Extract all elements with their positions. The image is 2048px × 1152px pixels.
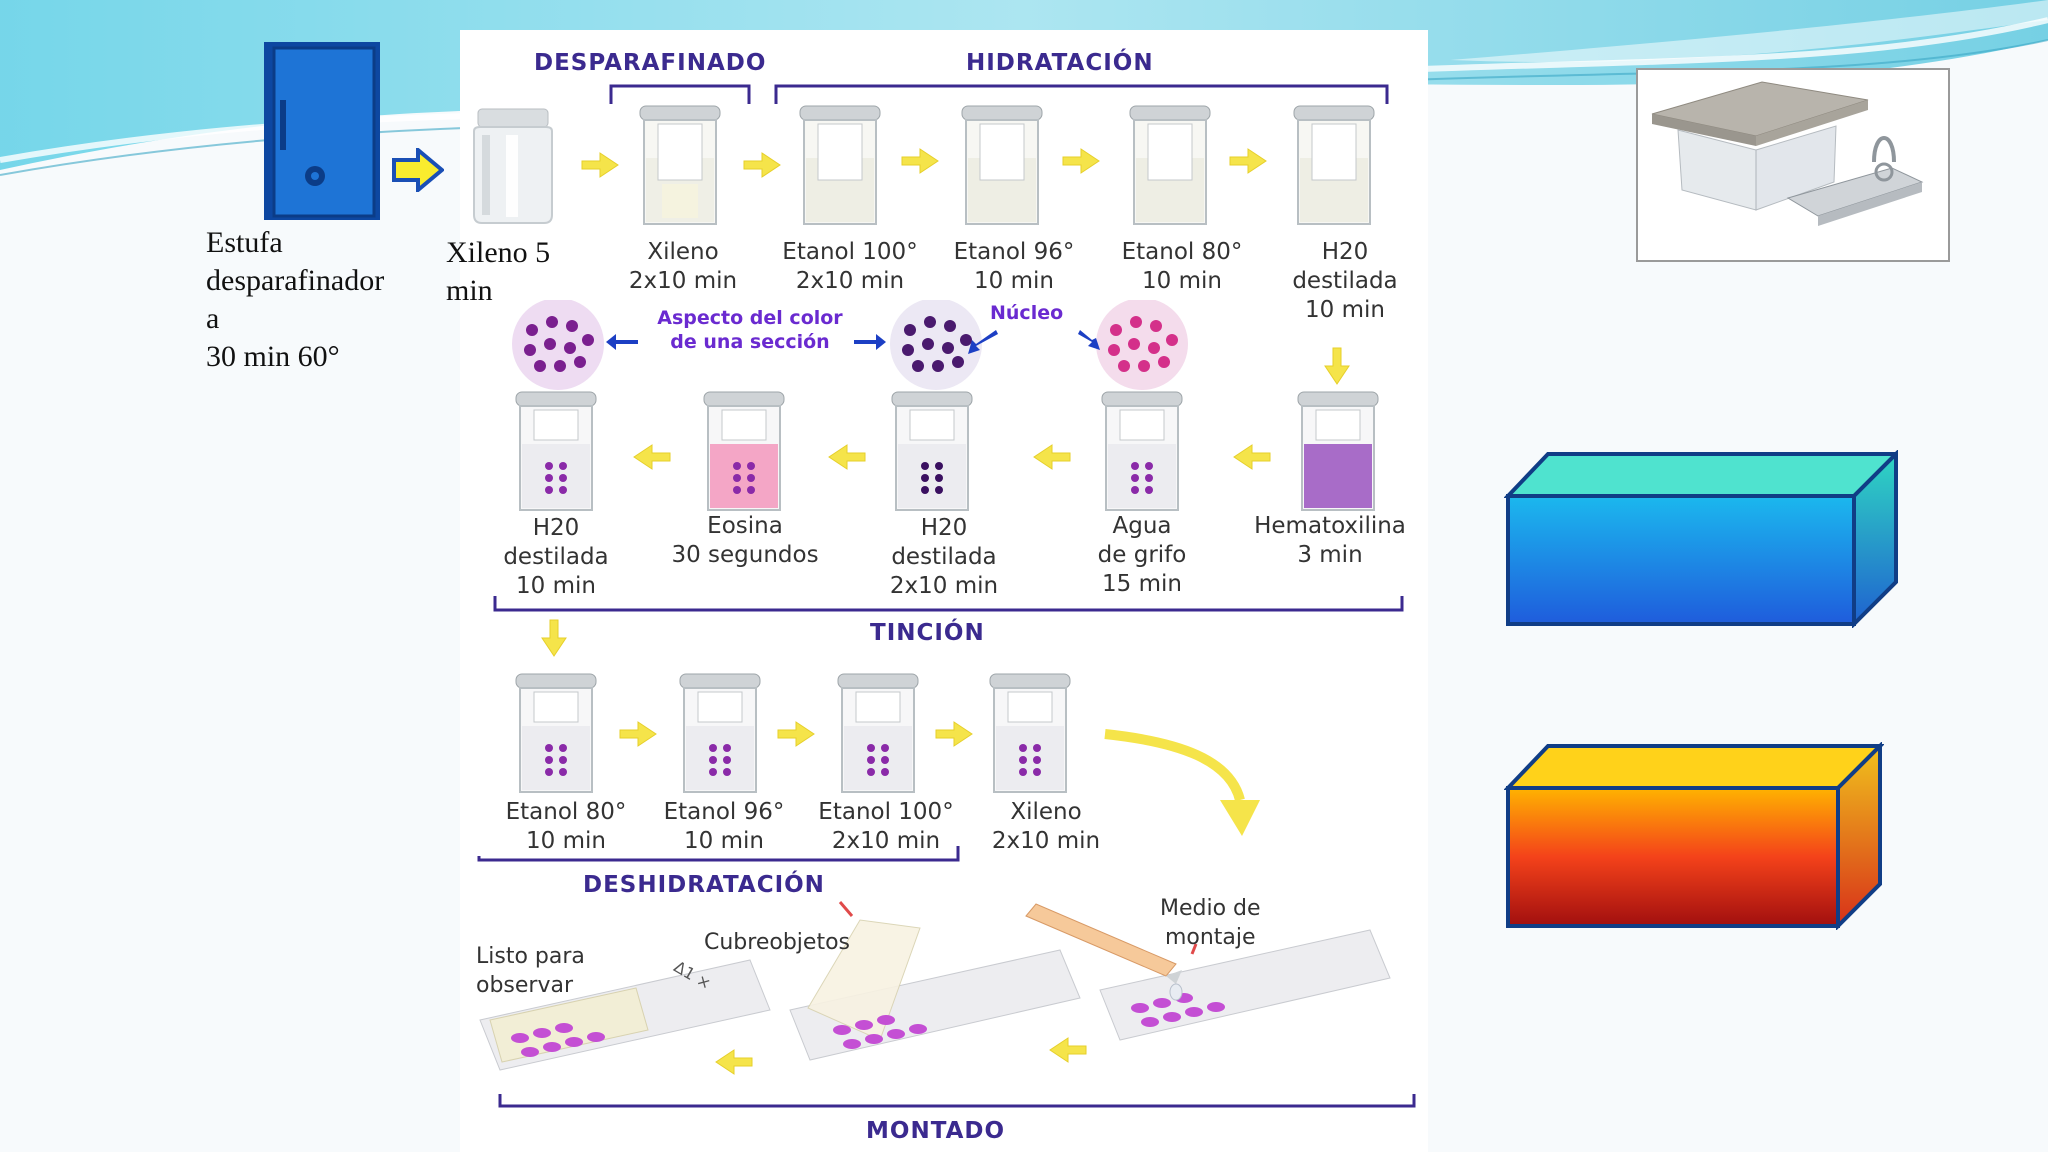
bracket-lines xyxy=(477,84,1416,1108)
beaker-row3-2 xyxy=(679,673,761,793)
section-montado: MONTADO xyxy=(866,1118,1006,1144)
beaker-row2-5 xyxy=(1297,391,1379,511)
section-deshidratacion: DESHIDRATACIÓN xyxy=(583,872,825,898)
nucleus-label: Núcleo xyxy=(990,302,1064,324)
beaker-row2-4 xyxy=(1101,391,1183,511)
beaker-row1-3 xyxy=(961,105,1043,225)
red-box-shape xyxy=(1504,742,1884,930)
section-desparafinado: DESPARAFINADO xyxy=(534,50,767,76)
step-deshid-etanol80-caption: Etanol 80°10 min xyxy=(505,799,627,854)
right-arrow-icon xyxy=(392,148,444,192)
step-etanol80-caption: Etanol 80°10 min xyxy=(1121,239,1243,294)
aspect-label: Aspecto del color de una sección xyxy=(657,307,843,353)
mounting-illustration: Δ1 × xyxy=(479,901,1391,1071)
beaker-row3-4 xyxy=(989,673,1071,793)
step-etanol96-caption: Etanol 96°10 min xyxy=(953,239,1075,294)
beaker-row3-3 xyxy=(837,673,919,793)
step-etanol100-caption: Etanol 100°2x10 min xyxy=(782,239,918,294)
beaker-row1-1 xyxy=(639,105,721,225)
xylene-caption: Xileno 5 min xyxy=(446,236,551,307)
step-deshid-etanol100-caption: Etanol 100°2x10 min xyxy=(818,799,954,854)
flow-arrows xyxy=(541,148,1350,1075)
oven-icon xyxy=(264,42,380,220)
beaker-row1-5 xyxy=(1293,105,1375,225)
section-tincion: TINCIÓN xyxy=(870,620,985,646)
cyan-box-shape xyxy=(1504,450,1898,628)
nucleus-circles xyxy=(512,300,1188,390)
section-hidratacion: HIDRATACIÓN xyxy=(966,50,1154,76)
coverslip-label: Cubreobjetos xyxy=(704,930,850,955)
beaker-row1-4 xyxy=(1129,105,1211,225)
staining-box-photo xyxy=(1636,68,1950,262)
beaker-row2-2 xyxy=(703,391,785,511)
beaker-row1-2 xyxy=(799,105,881,225)
beaker-row3-1 xyxy=(515,673,597,793)
beaker-row2-1 xyxy=(515,391,597,511)
beaker-row2-3 xyxy=(891,391,973,511)
oven-caption: Estufa desparafinador a 30 min 60° xyxy=(206,226,385,373)
step-deshid-etanol96-caption: Etanol 96°10 min xyxy=(663,799,785,854)
jar-icon xyxy=(473,108,553,224)
